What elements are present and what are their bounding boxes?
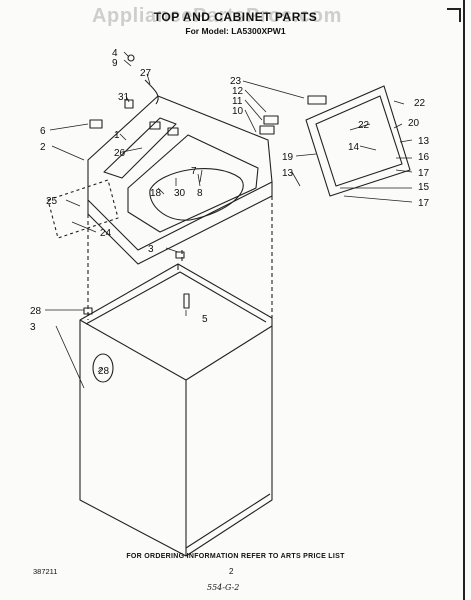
callout-number: 2: [40, 142, 46, 153]
lid-inner: [315, 95, 403, 187]
hinge-part-23: [307, 95, 327, 105]
cover-front-edge: [87, 182, 273, 265]
callout-number: 24: [100, 228, 112, 239]
callout-number: 22: [358, 120, 370, 131]
clip-part-28a: [183, 293, 190, 309]
callout-number: 23: [230, 76, 242, 87]
callout-number: 13: [282, 168, 294, 179]
callout-number: 9: [112, 58, 118, 69]
model-subtitle: For Model: LA5300XPW1: [185, 26, 286, 36]
lid-opening: [149, 168, 244, 221]
hinge-detail-box: [47, 179, 119, 239]
callout-number: 31: [118, 92, 130, 103]
callout-number: 11: [232, 96, 243, 107]
callout-number: 25: [46, 196, 58, 207]
lid: [305, 85, 411, 197]
wire-part-27: [144, 79, 159, 105]
top-cover: [87, 95, 273, 251]
callout-number: 16: [418, 152, 430, 163]
callout-number: 22: [414, 98, 426, 109]
control-knob-2: [167, 127, 179, 136]
cabinet-front: [79, 319, 187, 557]
callout-number: 27: [140, 68, 152, 79]
document-code: 387211: [33, 567, 58, 576]
callout-number: 17: [418, 168, 430, 179]
page-number: 2: [229, 567, 234, 576]
callout-number: 17: [418, 198, 430, 209]
bracket-part-6: [89, 119, 103, 129]
callout-number: 10: [232, 106, 244, 117]
callout-number: 8: [197, 188, 203, 199]
page-edge-line: [463, 0, 465, 600]
callout-number: 14: [348, 142, 360, 153]
hinge-part-11: [263, 115, 279, 125]
callout-number: 26: [114, 148, 126, 159]
callout-number: 1: [114, 130, 120, 141]
callout-number: 28: [30, 306, 42, 317]
clip-part-31: [124, 99, 134, 109]
cabinet-right-side: [185, 325, 273, 557]
control-knob-1: [149, 121, 161, 130]
cabinet-top-left: [79, 263, 179, 321]
callout-number: 12: [232, 86, 244, 97]
top-cover-inner: [127, 134, 259, 233]
callout-number: 28: [98, 366, 110, 377]
clip-part-28b: [92, 353, 114, 383]
callout-number: 7: [191, 166, 197, 177]
callout-number: 13: [418, 136, 430, 147]
watermark: AppliancePartsPros.com: [92, 5, 342, 27]
plug-part-3b: [83, 307, 93, 315]
callout-number: 3: [148, 244, 154, 255]
callout-number: 4: [112, 48, 118, 59]
callout-number: 30: [174, 188, 186, 199]
ordering-info-note: FOR ORDERING INFORMATION REFER TO ARTS P…: [126, 553, 345, 560]
callout-number: 3: [30, 322, 36, 333]
cabinet-base-lip: [185, 493, 271, 549]
callout-number: 6: [40, 126, 46, 137]
plug-part-3a: [175, 251, 185, 259]
callout-number: 5: [202, 314, 208, 325]
cabinet-top-rim: [85, 271, 267, 325]
callout-number: 20: [408, 118, 420, 129]
handwritten-note: 554-G-2: [207, 583, 240, 592]
diagram-title: TOP AND CABINET PARTS: [153, 10, 318, 24]
screw-part-4: [127, 54, 135, 62]
console-strip: [103, 117, 177, 179]
hinge-part-10: [259, 125, 275, 135]
leader-lines: [45, 51, 413, 389]
callout-number: 18: [150, 188, 162, 199]
callout-number: 19: [282, 152, 294, 163]
page-corner-mark: [447, 8, 461, 22]
callout-number: 15: [418, 182, 430, 193]
